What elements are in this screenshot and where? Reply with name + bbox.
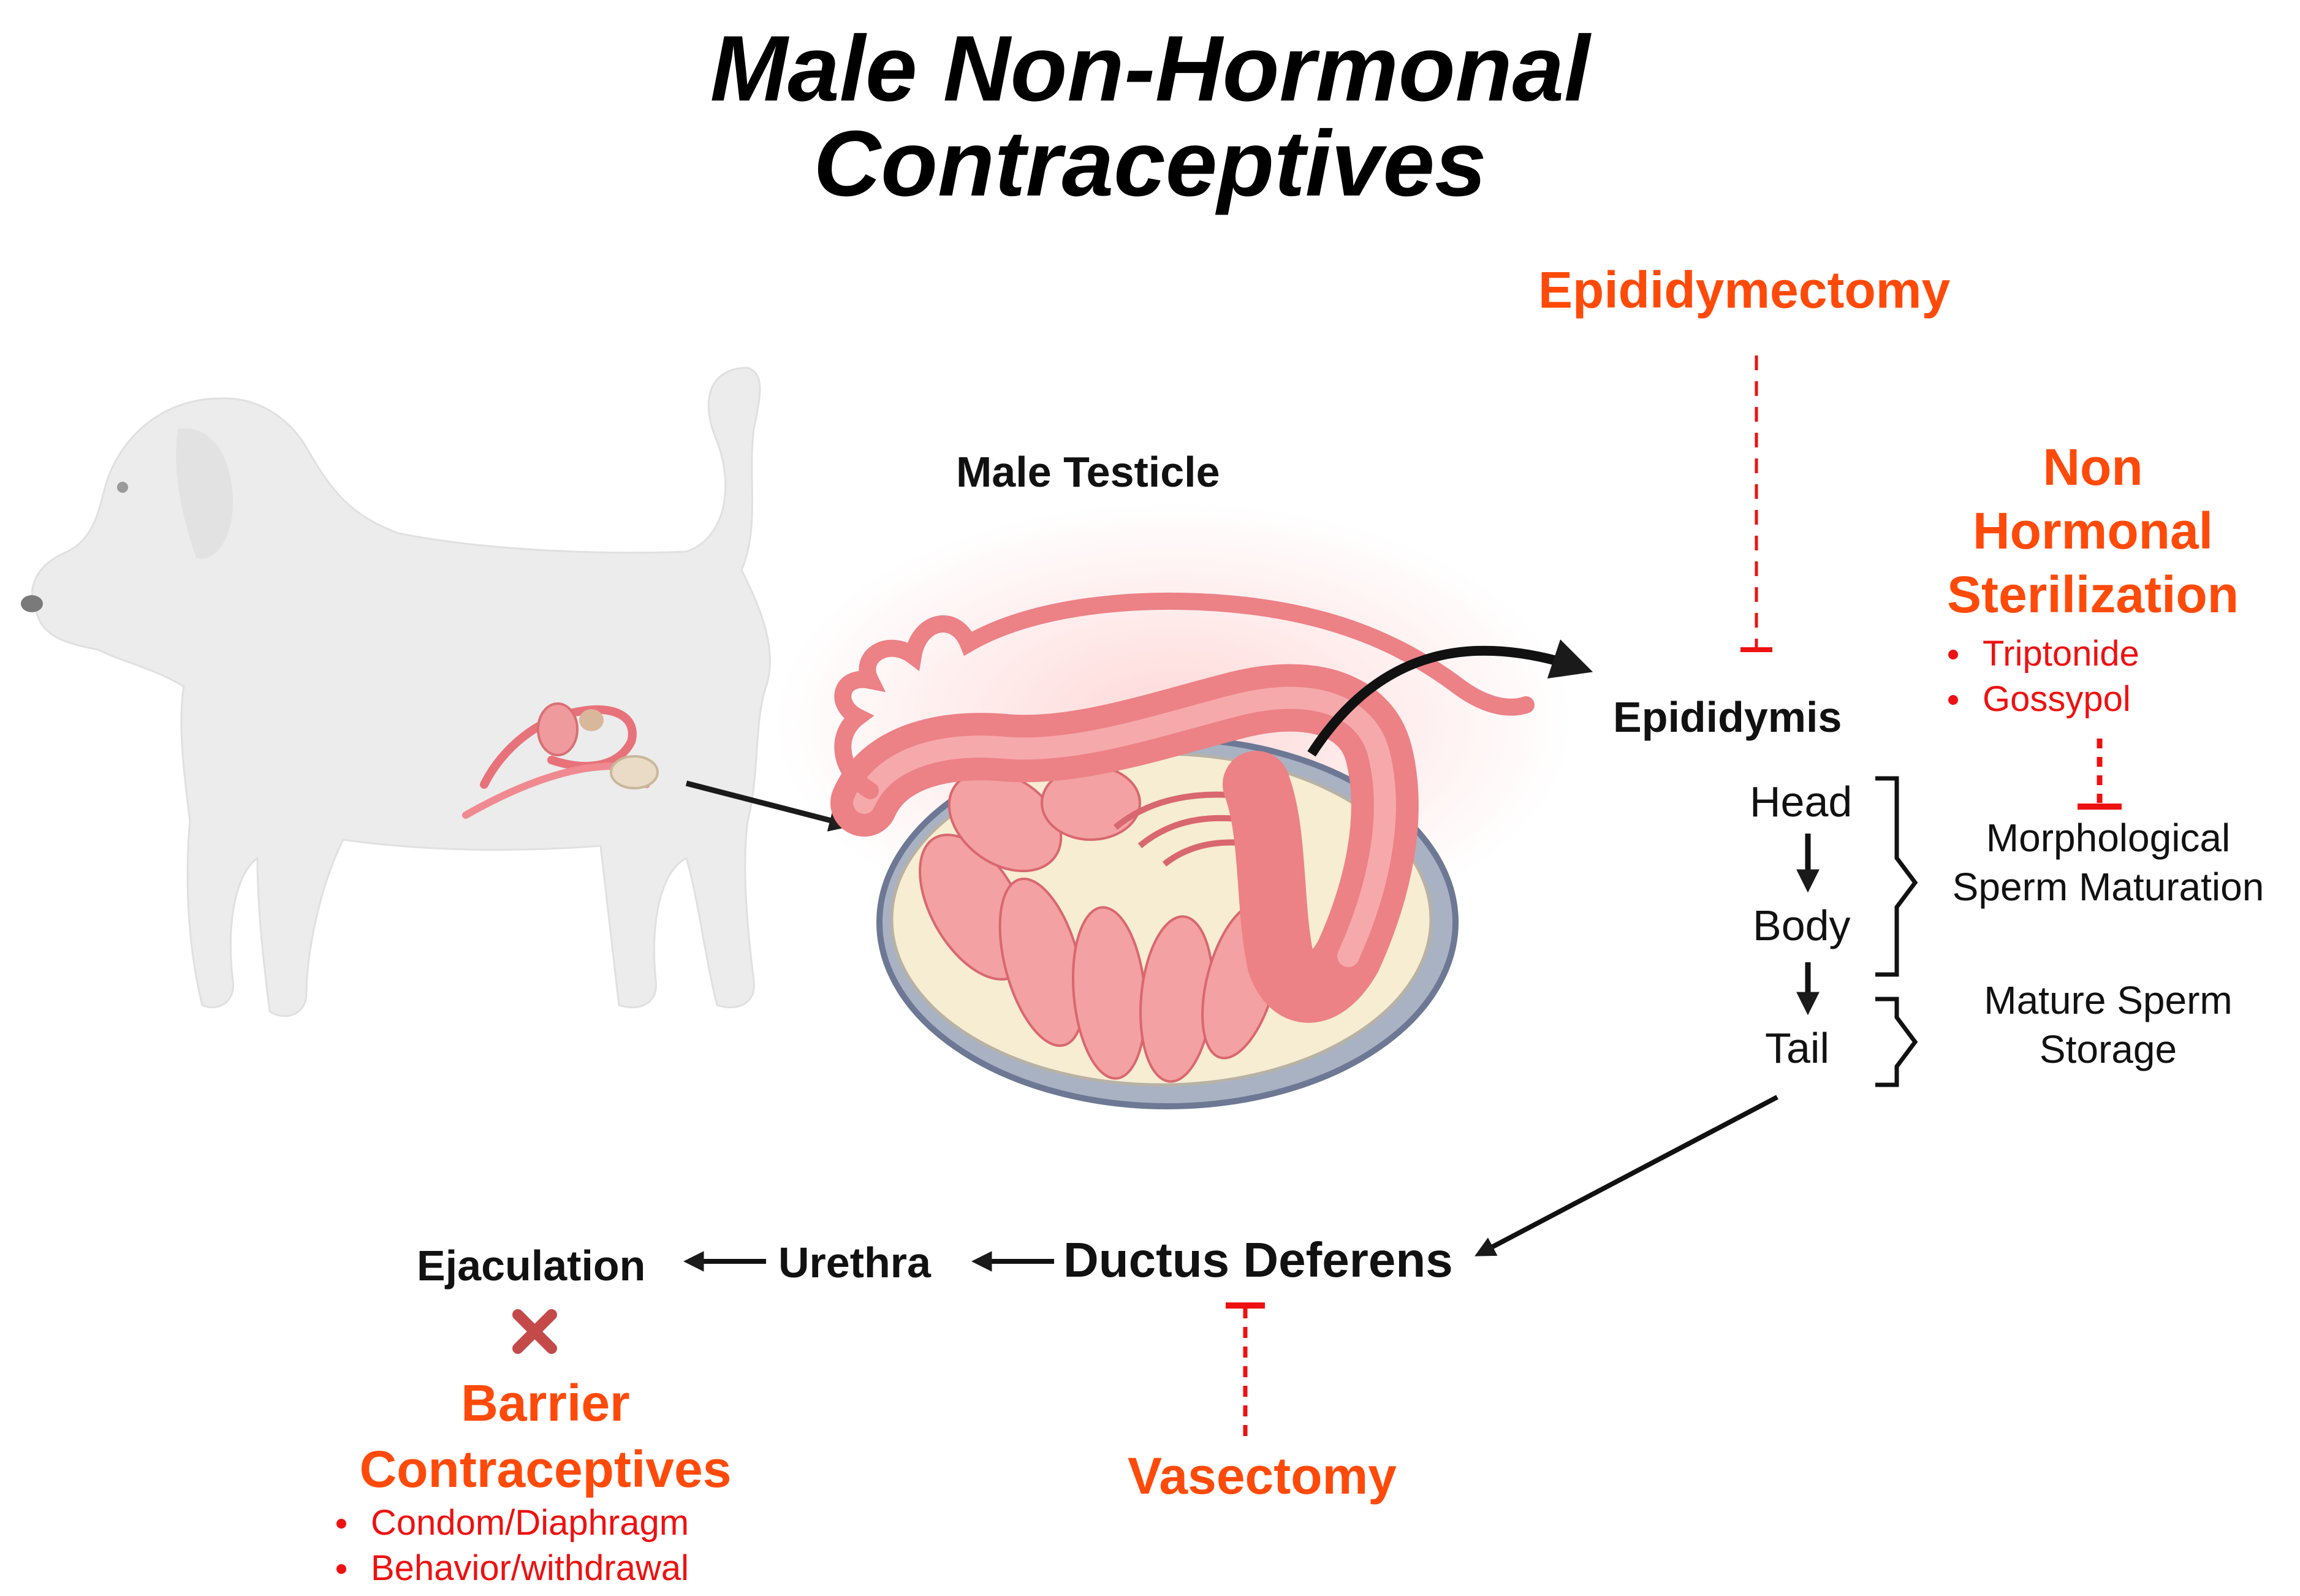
epididymectomy-label: Epididymectomy [1538, 261, 1951, 319]
storage-label-line1: Mature Sperm [1984, 978, 2233, 1022]
barrier-item-behavior: Behavior/withdrawal [328, 1546, 689, 1591]
brace-storage [1875, 997, 1918, 1087]
vasectomy-label: Vasectomy [1128, 1447, 1397, 1505]
diagram-title-line1: Male Non-Hormonal [710, 17, 1590, 121]
morphological-label-line1: Morphological [1986, 816, 2231, 860]
barrier-title-line1: Barrier [461, 1374, 630, 1432]
urethra-label: Urethra [778, 1239, 931, 1286]
ejaculation-label: Ejaculation [417, 1242, 646, 1290]
sterilization-title-line3: Sterilization [1946, 566, 2239, 623]
testicle-illustration [775, 503, 1572, 1109]
diagram-title-line2: Contraceptives [813, 112, 1487, 216]
barrier-title-line2: Contraceptives [359, 1440, 732, 1498]
barrier-item-condom: Condom/Diaphragm [328, 1500, 689, 1546]
barrier-contraceptives-block: Barrier Contraceptives [319, 1370, 772, 1502]
brace-maturation [1875, 776, 1918, 977]
tail-label: Tail [1765, 1024, 1830, 1072]
sterilization-list: Triptonide Gossypol [1940, 631, 2139, 722]
barrier-list: Condom/Diaphragm Behavior/withdrawal [328, 1500, 689, 1591]
arrow-tail-to-ductus [1475, 1095, 1778, 1256]
dog-illustration [21, 367, 771, 1017]
head-label: Head [1750, 778, 1853, 826]
body-label: Body [1753, 902, 1851, 949]
sterilization-item-triptonide: Triptonide [1940, 631, 2139, 677]
x-mark-icon [512, 1309, 557, 1354]
sterilization-title-line2: Hormonal [1972, 502, 2214, 560]
sterilization-title-line1: Non [2043, 438, 2143, 496]
non-hormonal-sterilization-block: Non Hormonal Sterilization [1909, 435, 2277, 626]
ductus-deferens-label: Ductus Deferens [1063, 1233, 1453, 1287]
epididymis-label: Epididymis [1613, 693, 1842, 741]
morphological-label-line2: Sperm Maturation [1952, 865, 2264, 909]
arrow-testicle-to-epididymis [1307, 639, 1593, 757]
storage-label-line2: Storage [2039, 1027, 2177, 1071]
sterilization-item-gossypol: Gossypol [1940, 677, 2139, 722]
male-testicle-label: Male Testicle [956, 448, 1220, 496]
